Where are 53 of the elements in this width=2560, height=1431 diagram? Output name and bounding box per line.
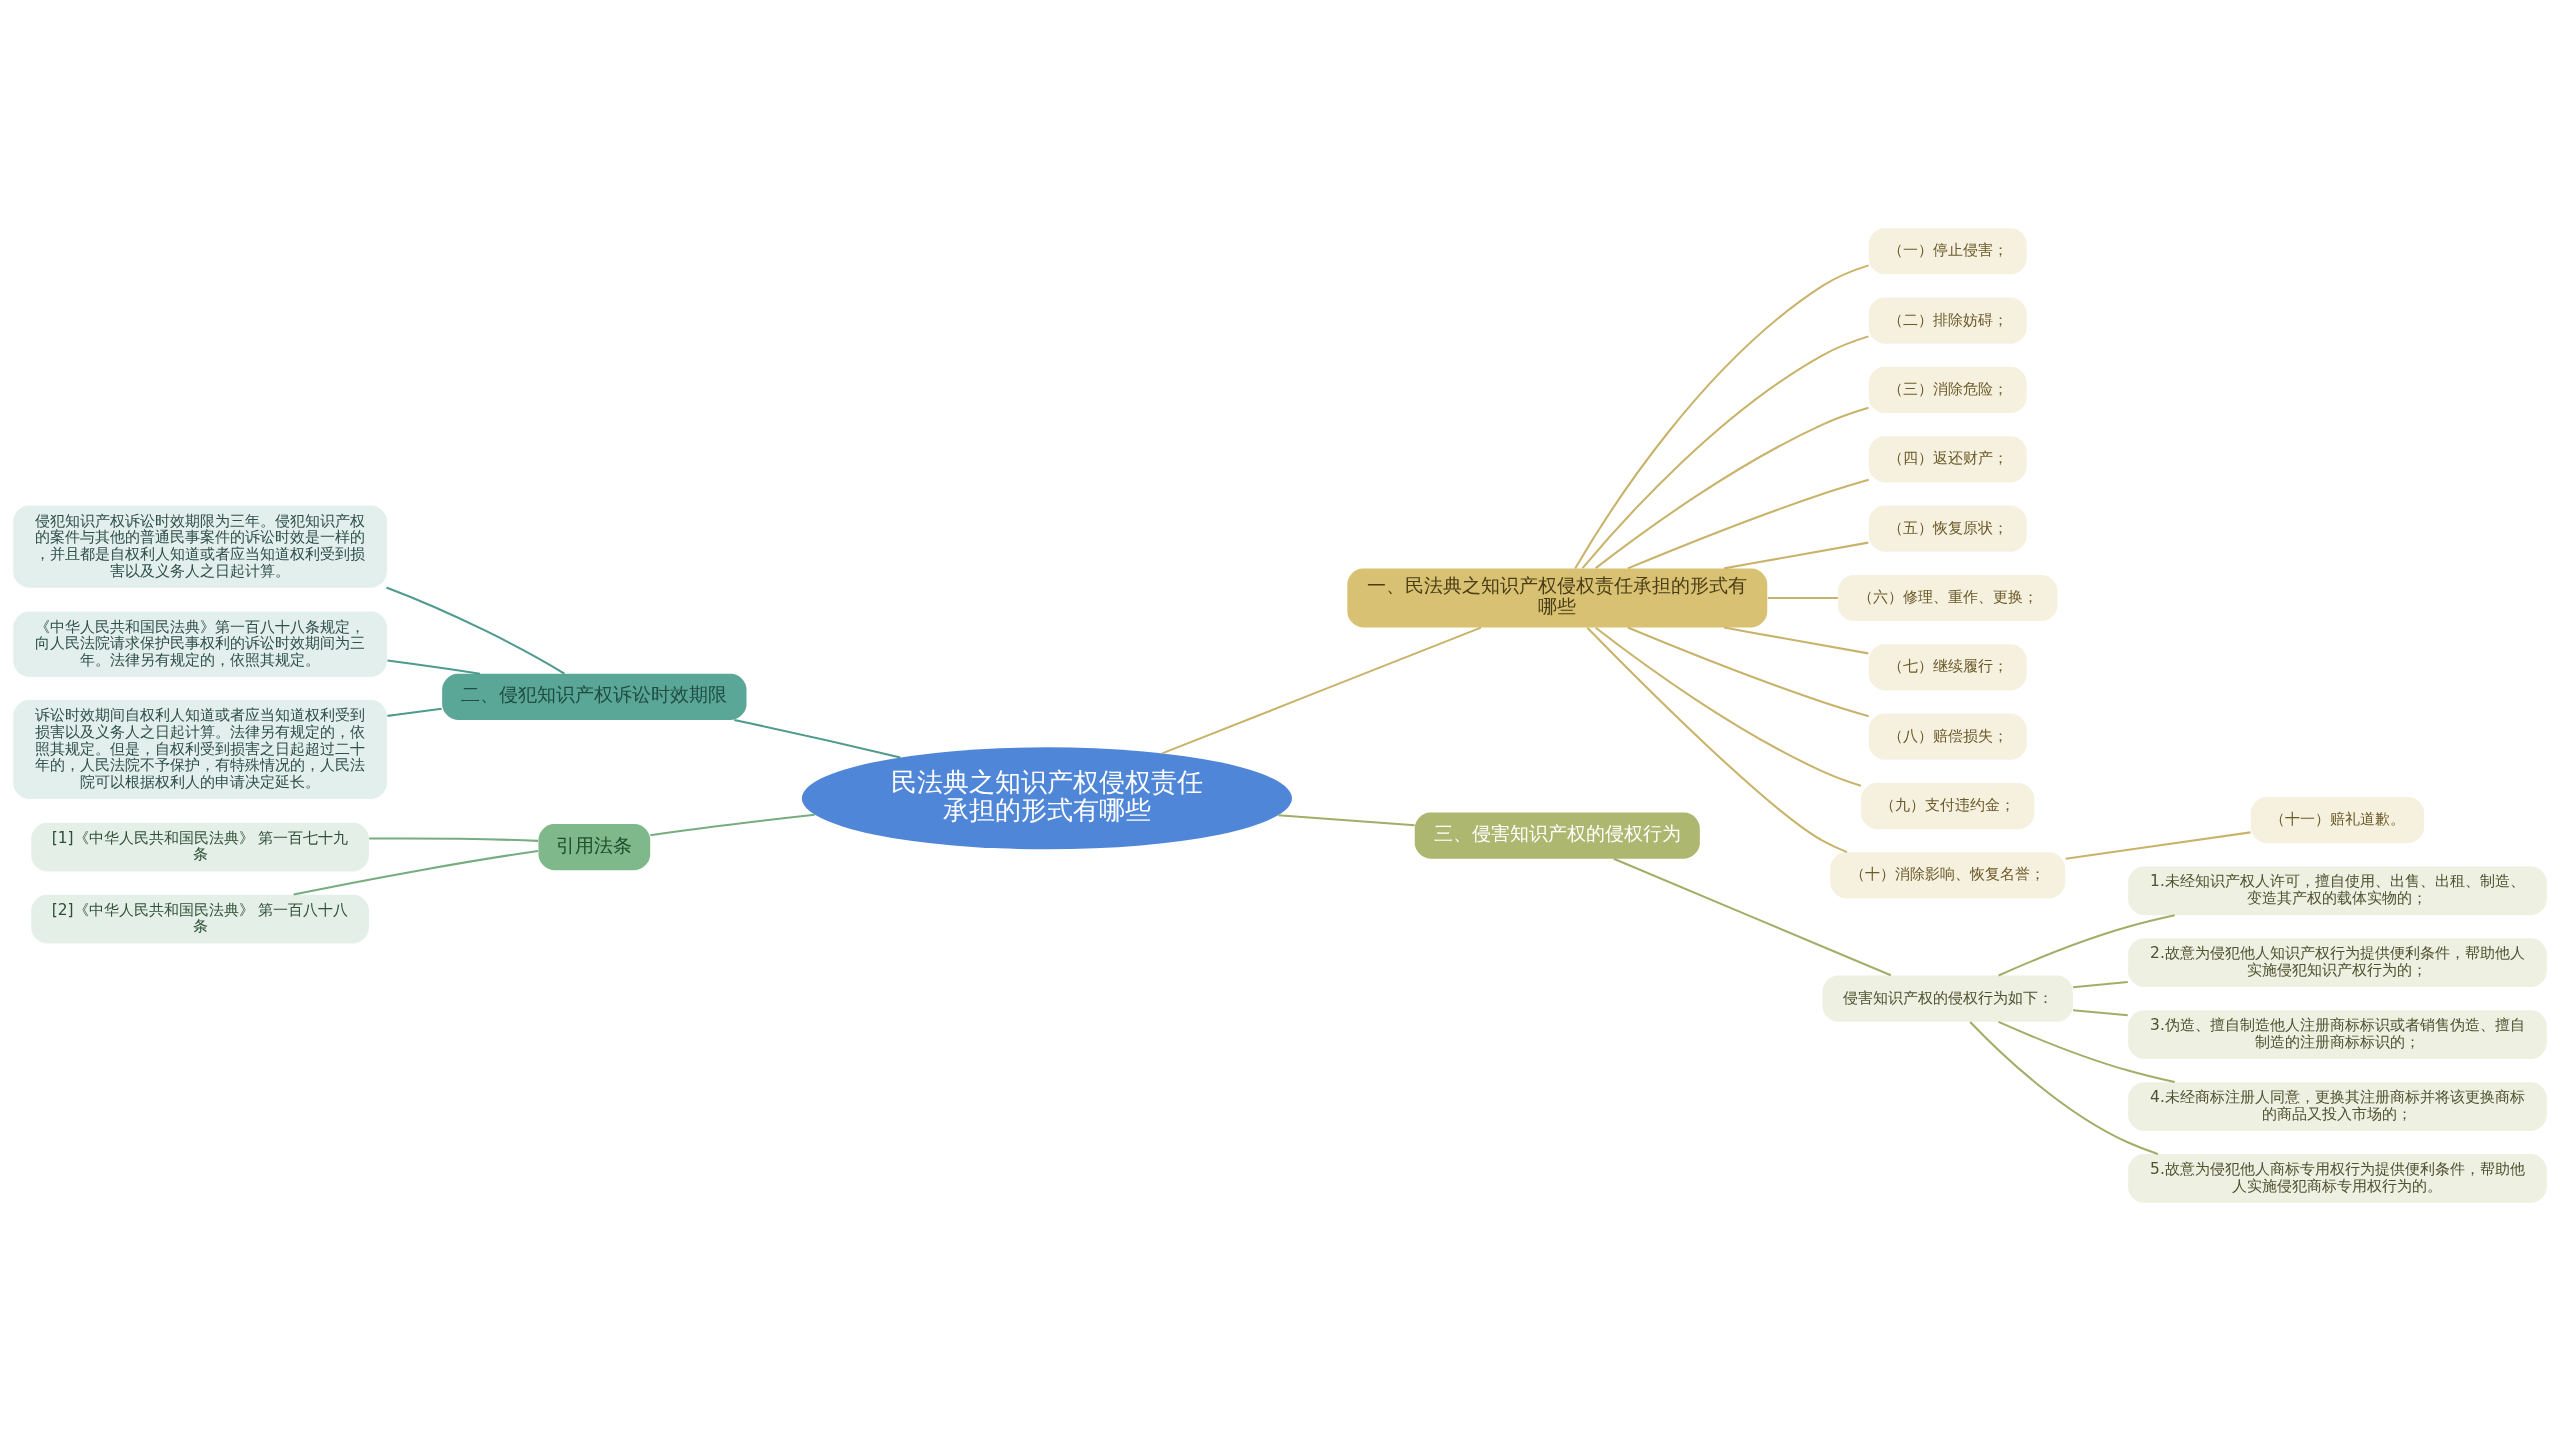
node-box: 2.故意为侵犯他人知识产权行为提供便利条件，帮助他人实施侵犯知识产权行为的； [2128,938,2547,988]
connector [1724,541,1869,570]
node-box: 引用法条 [538,824,651,871]
node-box: 诉讼时效期间自权利人知道或者应当知道权利受到损害以及义务人之日起计算。法律另有规定的，依照其规定。但是，自权利受到损害之日起超过二十年的，人民法院不予保护，有特殊情况的，人民法院可以根据权利人的申请决定延长。 [13,700,387,799]
connector [1627,626,1869,718]
node-box: （八）赔偿损失； [1868,713,2027,760]
node-box: 一、民法典之知识产权侵权责任承担的形式有哪些 [1347,568,1768,628]
connector [1998,1020,2175,1084]
node-box: [2]《中华人民共和国民法典》 第一百八十八条 [31,894,369,944]
connector [1969,1021,2159,1155]
node-box: 《中华人民共和国民法典》第一百八十八条规定，向人民法院请求保护民事权利的诉讼时效期间为三年。法律另有规定的，依照其规定。 [13,611,387,677]
node-box: 5.故意为侵犯他人商标专用权行为提供便利条件，帮助他人实施侵犯商标专用权行为的。 [2128,1154,2547,1203]
connector [385,586,565,675]
node-ellipse: 民法典之知识产权侵权责任承担的形式有哪些 [801,747,1292,850]
connector [1581,335,1869,569]
node-box: （七）继续履行； [1868,644,2027,691]
connector [2073,1009,2128,1017]
connector [1627,478,1869,570]
node-box: [1]《中华人民共和国民法典》 第一百七十九条 [31,822,369,872]
connector [650,813,815,837]
connector [387,707,442,717]
node-box: （五）恢复原状； [1868,505,2027,552]
node-box: （九）支付违约金； [1861,782,2035,830]
connector [369,837,539,842]
connector [1613,857,1892,977]
node-box: 3.伪造、擅自制造他人注册商标标识或者销售伪造、擅自制造的注册商标标识的； [2128,1010,2547,1060]
connector [1278,814,1415,827]
connector [1595,406,1869,569]
node-box: 4.未经商标注册人同意，更换其注册商标并将该更换商标的商品又投入市场的； [2128,1082,2547,1131]
node-box: （四）返还财产； [1868,436,2027,483]
node-box: （二）排除妨碍； [1868,297,2027,344]
connector [1574,264,1869,569]
node-box: （十）消除影响、恢复名誉； [1830,852,2066,899]
connector [1767,596,1838,599]
connector [1161,626,1482,755]
node-box: （三）消除危险； [1868,366,2027,414]
connector [387,659,481,675]
connector [2065,831,2251,860]
node-box: （六）修理、重作、更换； [1837,574,2058,622]
connector [293,849,539,896]
node-box: 侵犯知识产权诉讼时效期限为三年。侵犯知识产权的案件与其他的普通民事案件的诉讼时效是一样的，并且都是自权利人知道或者应当知道权利受到损害以及义务人之日起计算。 [13,505,387,588]
node-box: 1.未经知识产权人许可，擅自使用、出售、出租、制造、变造其产权的载体实物的； [2128,866,2547,916]
node-box: 二、侵犯知识产权诉讼时效期限 [442,673,747,720]
node-box: 侵害知识产权的侵权行为如下： [1822,975,2073,1022]
node-box: 三、侵害知识产权的侵权行为 [1414,812,1700,859]
connector [2073,981,2128,989]
node-box: （十一）赔礼道歉。 [2250,797,2425,844]
connector [1586,627,1848,854]
connector [734,719,901,759]
node-box: （一）停止侵害； [1868,228,2027,275]
connector [1998,914,2175,977]
connector [1595,627,1862,787]
connector [1724,626,1869,655]
